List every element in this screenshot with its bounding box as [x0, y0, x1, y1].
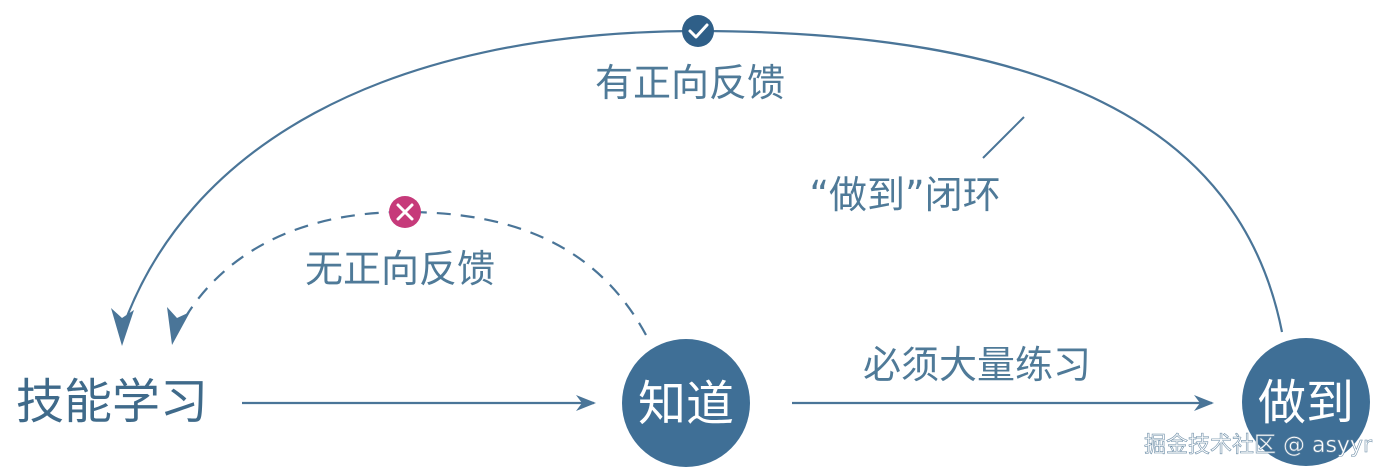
- node-do: 做到: [1242, 338, 1370, 466]
- no-feedback-arrowhead: [167, 307, 190, 345]
- cross-icon: [389, 196, 421, 228]
- no-feedback-arc: [177, 210, 647, 336]
- check-icon: [682, 15, 714, 47]
- positive-feedback-arrowhead: [111, 308, 134, 346]
- closed-loop-leader-line: [982, 116, 1025, 159]
- label-closed-loop: “做到”闭环: [809, 173, 1000, 217]
- node-skill-learning: 技能学习: [16, 374, 208, 430]
- label-positive-feedback: 有正向反馈: [595, 61, 785, 105]
- node-know-label: 知道: [638, 376, 734, 432]
- label-no-positive-feedback: 无正向反馈: [305, 247, 495, 291]
- node-know: 知道: [622, 339, 750, 467]
- watermark: 掘金技术社区 @ asyyr: [1144, 433, 1373, 458]
- node-do-label: 做到: [1258, 375, 1354, 431]
- label-must-practice: 必须大量练习: [863, 343, 1091, 387]
